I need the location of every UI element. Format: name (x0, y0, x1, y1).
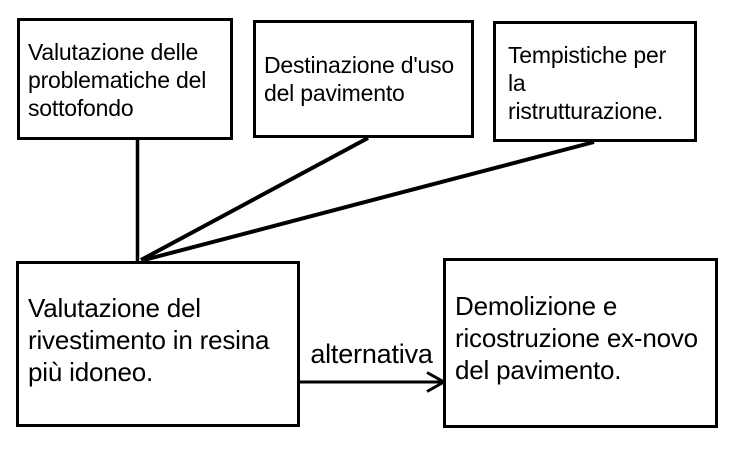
box-valutazione-rivestimento: Valutazione del rivestimento in resina p… (16, 261, 300, 427)
edge-destinazione-to-rivestimento (140, 136, 369, 262)
box-tempistiche-text: Tempistiche per la ristrutturazione. (508, 42, 667, 124)
box-demolizione-ricostruzione: Demolizione e ricostruzione ex-novo del … (443, 258, 718, 428)
arrowhead-icon (426, 371, 448, 393)
edge-tempistiche-to-rivestimento (143, 140, 595, 262)
box-valutazione-problematiche: Valutazione delle problematiche del sott… (17, 18, 233, 140)
box-destinazione-uso: Destinazione d'uso del pavimento (253, 20, 474, 138)
box-destinazione-uso-text: Destinazione d'uso del pavimento (264, 52, 455, 106)
box-valutazione-problematiche-text: Valutazione delle problematiche del sott… (28, 39, 207, 121)
edge-label-alternativa: alternativa (310, 339, 433, 369)
box-valutazione-rivestimento-text: Valutazione del rivestimento in resina p… (28, 293, 270, 387)
box-tempistiche: Tempistiche per la ristrutturazione. (493, 21, 697, 142)
box-demolizione-ricostruzione-text: Demolizione e ricostruzione ex-novo del … (455, 291, 698, 385)
